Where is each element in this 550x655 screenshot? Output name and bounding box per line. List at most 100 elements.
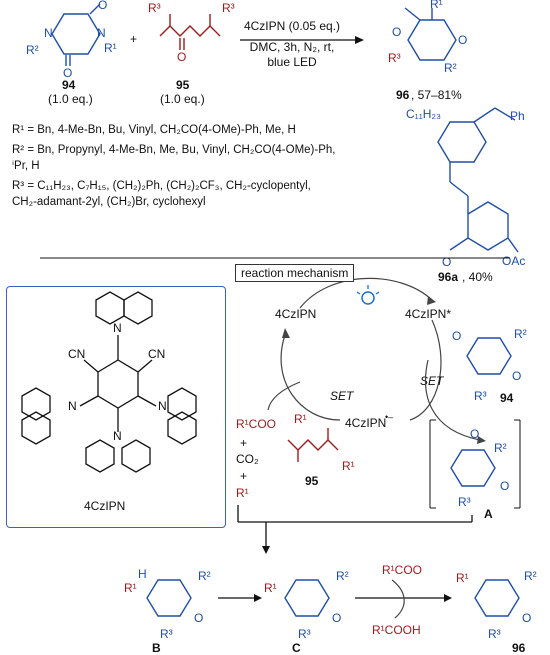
mech-label-95: 95 (305, 474, 319, 488)
phenyl-label: Ph (510, 109, 525, 123)
atom-o: O (332, 611, 341, 625)
oac-label: OAc (502, 254, 525, 268)
atom-r3: R³ (474, 389, 487, 403)
cycle-arc-left (280, 334, 341, 421)
set-arrow-left (267, 381, 301, 411)
atom-o: O (500, 479, 509, 493)
equiv-95: (1.0 eq.) (160, 92, 205, 106)
mech-label-94: 94 (500, 391, 514, 405)
atom-o: O (98, 0, 107, 12)
condition-line-1: 4CzIPN (0.05 eq.) (243, 19, 341, 33)
atom-r2: R² (198, 569, 211, 583)
frag-plus: + (240, 436, 247, 450)
atom-r3: R³ (222, 1, 235, 15)
cycle-arc-right (409, 319, 442, 421)
n-bottom: N (113, 429, 122, 443)
atom-r2: R² (524, 569, 537, 583)
mech-structure-94: O R² O R³ (452, 327, 527, 403)
atom-r1: R¹ (124, 581, 137, 595)
atom-r2: R² (494, 441, 507, 455)
atom-r3: R³ (298, 627, 311, 641)
catalyst-box (6, 286, 226, 528)
atom-o: O (63, 66, 72, 80)
r3-list-line1: R³ = C₁₁H₂₃, C₇H₁₅, (CH₂)₂Ph, (CH₂)₂CF₃,… (12, 180, 311, 192)
label-95: 95 (176, 78, 190, 92)
frag-radical: R¹ (236, 486, 249, 500)
structure-4czipn (21, 291, 197, 473)
atom-r1: R¹ (104, 41, 117, 55)
n-left: N (68, 399, 77, 413)
frag-co2: CO₂ (236, 452, 259, 466)
atom-o: O (470, 427, 479, 441)
mech-label-96: 96 (512, 641, 526, 655)
atom-h: H (138, 567, 147, 581)
atom-r3: R³ (148, 1, 161, 15)
condition-line-2: DMC, 3h, N₂, rt, (249, 40, 335, 54)
r2-list-line2: ⁱPr, H (12, 160, 40, 172)
atom-o: O (442, 255, 451, 269)
r1-list: R¹ = Bn, 4-Me-Bn, Bu, Vinyl, CH₂CO(4-OMe… (12, 124, 296, 136)
n-right: N (158, 399, 167, 413)
chain-c11h23: C₁₁H₂₃ (406, 107, 441, 121)
frag-carboxylate: R¹COO (236, 417, 276, 431)
plus-sign: + (130, 32, 137, 46)
atom-r2: R² (444, 61, 457, 75)
condition-line-3: blue LED (267, 55, 317, 69)
atom-r3: R³ (160, 627, 173, 641)
radical-anion-sign: •– (385, 412, 393, 422)
atom-r2: R² (26, 43, 39, 57)
atom-r3: R³ (458, 495, 471, 509)
atom-o: O (194, 611, 203, 625)
cycle-arc-top (299, 277, 433, 309)
label-94: 94 (62, 78, 76, 92)
atom-n: N (44, 26, 53, 40)
set-label-left: SET (330, 389, 355, 403)
atom-r3: R³ (488, 627, 501, 641)
mech-structure-95: R¹ R¹ (287, 412, 355, 473)
label-96: 96 (396, 88, 410, 102)
intermediate-b: H R¹ R² O R³ (124, 567, 211, 641)
atom-r1: R¹ (430, 0, 443, 11)
atom-r2: R² (336, 569, 349, 583)
atom-r1: R¹ (294, 412, 307, 426)
cn-right: CN (148, 347, 165, 361)
mech-carboxylate: R¹COO (382, 563, 422, 577)
label-a: A (484, 507, 493, 521)
r2-list-line1: R² = Bn, Propynyl, 4-Me-Bn, Me, Bu, Viny… (12, 144, 336, 156)
structure-96a: C₁₁H₂₃ Ph OAc O (406, 107, 525, 269)
catalyst-ground: 4CzIPN (275, 307, 316, 321)
label-c: C (292, 641, 301, 655)
atom-o: O (177, 50, 186, 64)
catalyst-excited: 4CzIPN* (405, 307, 451, 321)
mechanism-title: reaction mechanism (235, 264, 355, 282)
equiv-94: (1.0 eq.) (48, 92, 93, 106)
blue-led-icon (356, 285, 380, 305)
atom-n: N (97, 26, 106, 40)
label-96a: 96a (438, 270, 458, 284)
label-b: B (152, 641, 161, 655)
atom-r3: R³ (388, 51, 401, 65)
atom-o: O (522, 611, 531, 625)
frag-plus: + (240, 469, 247, 483)
catalyst-radical-anion: 4CzIPN (345, 416, 386, 430)
set-arrow-right (425, 359, 481, 441)
catalyst-box-name: 4CzIPN (84, 499, 125, 513)
atom-r1: R¹ (342, 459, 355, 473)
r3-list-line2: CH₂-adamant-2yl, (CH₂)Br, cyclohexyl (12, 196, 206, 208)
yield-96a: , 40% (462, 270, 493, 284)
structure-96: R¹ O O R³ R² (388, 0, 467, 75)
set-label-right: SET (420, 374, 445, 388)
intermediate-c: R¹ R² O R³ (264, 569, 349, 641)
atom-r1: R¹ (456, 571, 469, 585)
atom-r2: R² (514, 327, 527, 341)
atom-o: O (392, 25, 401, 39)
atom-r1: R¹ (264, 581, 277, 595)
mech-acid: R¹COOH (372, 623, 421, 637)
structure-94: O O N N R² R¹ (26, 0, 117, 80)
atom-o: O (452, 329, 461, 343)
atom-o: O (512, 369, 521, 383)
n-top: N (113, 321, 122, 335)
atom-o: O (458, 33, 467, 47)
structure-95: R³ R³ O (148, 1, 235, 64)
